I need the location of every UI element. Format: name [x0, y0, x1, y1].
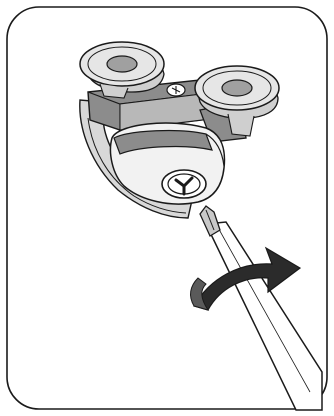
top-screw-icon: [167, 84, 185, 96]
screw-head-icon: [162, 170, 206, 198]
